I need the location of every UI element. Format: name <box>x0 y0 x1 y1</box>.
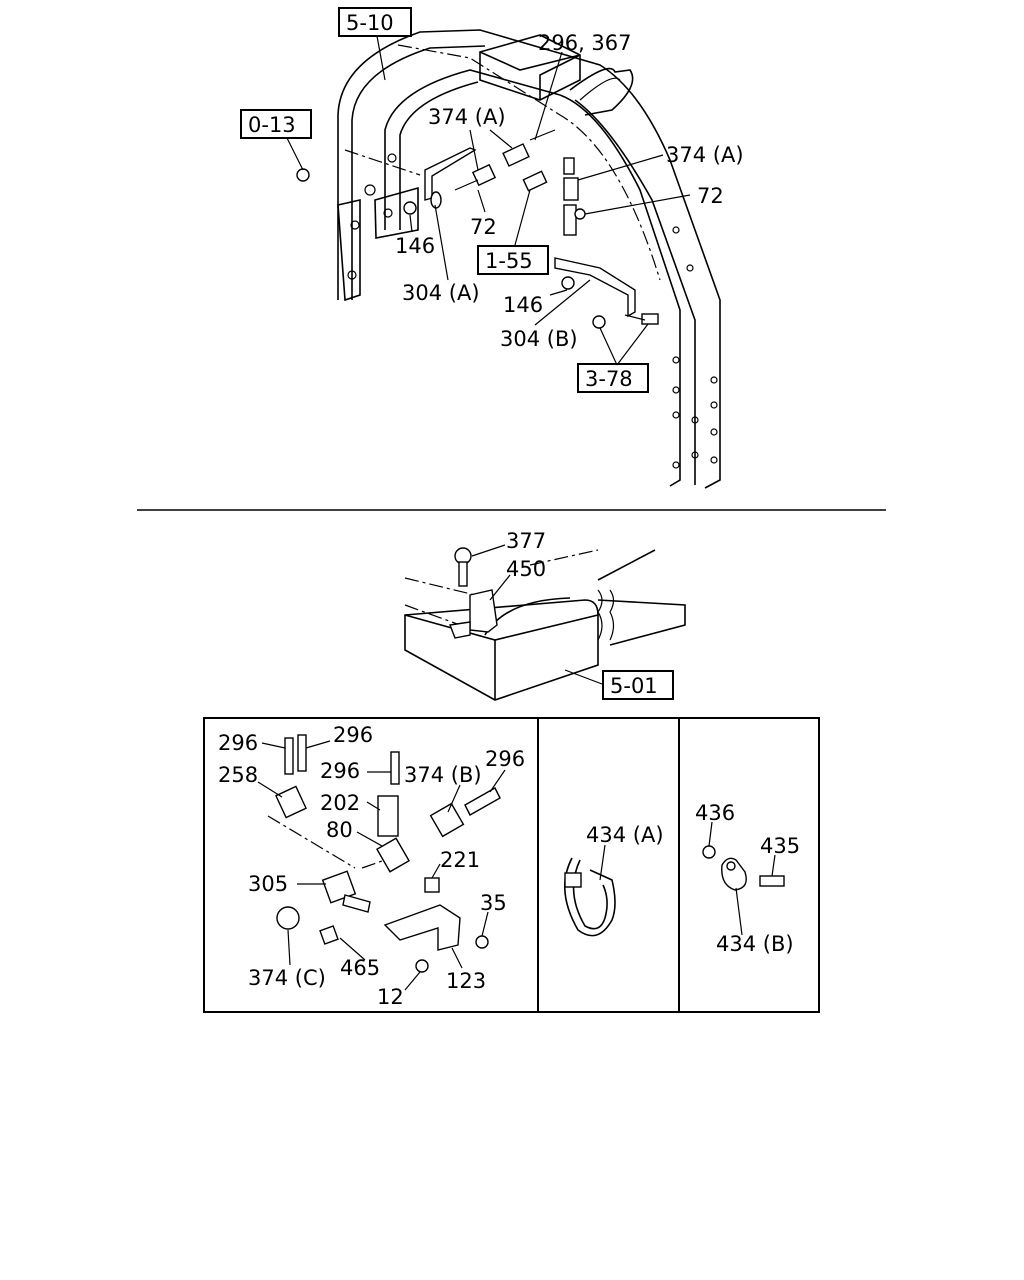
detail-left-drawing <box>267 734 501 973</box>
label-435: 435 <box>760 834 800 858</box>
label-72-right: 72 <box>697 184 724 208</box>
label-377: 377 <box>506 529 546 553</box>
label-304a: 304 (A) <box>402 281 480 305</box>
label-296-c: 296 <box>320 759 360 783</box>
label-12: 12 <box>377 985 404 1009</box>
label-35: 35 <box>480 891 507 915</box>
label-374b: 374 (B) <box>404 763 482 787</box>
ref-box-5-10 <box>338 7 412 37</box>
label-258: 258 <box>218 763 258 787</box>
frame-rail-drawing <box>404 547 686 701</box>
ref-box-0-13 <box>240 109 312 139</box>
detail-left-leaders <box>257 740 506 991</box>
detail-frame <box>203 717 820 1013</box>
label-123: 123 <box>446 969 486 993</box>
label-296-b: 296 <box>333 723 373 747</box>
label-296-367: 296, 367 <box>538 31 632 55</box>
ref-5-01: 5-01 <box>610 674 658 698</box>
ref-box-5-01 <box>602 670 674 700</box>
label-296-d: 296 <box>485 747 525 771</box>
label-304b: 304 (B) <box>500 327 578 351</box>
label-305: 305 <box>248 872 288 896</box>
label-80: 80 <box>326 818 353 842</box>
label-374a-left: 374 (A) <box>428 105 506 129</box>
ref-5-10: 5-10 <box>346 11 394 35</box>
ref-0-13: 0-13 <box>248 113 296 137</box>
ref-3-78: 3-78 <box>585 367 633 391</box>
label-434a: 434 (A) <box>586 823 664 847</box>
detail-right-drawing <box>702 821 785 936</box>
upper-leader-lines <box>286 35 691 366</box>
label-434b: 434 (B) <box>716 932 794 956</box>
label-374c: 374 (C) <box>248 966 326 990</box>
label-202: 202 <box>320 791 360 815</box>
label-465: 465 <box>340 956 380 980</box>
label-72-left: 72 <box>470 215 497 239</box>
label-146-lower: 146 <box>503 293 543 317</box>
label-296-a: 296 <box>218 731 258 755</box>
label-450: 450 <box>506 557 546 581</box>
ref-box-1-55 <box>477 245 549 275</box>
hose-assembly-drawing <box>296 129 659 329</box>
detail-middle-drawing <box>563 844 616 937</box>
label-374a-right: 374 (A) <box>666 143 744 167</box>
label-221: 221 <box>440 848 480 872</box>
ref-1-55: 1-55 <box>485 249 533 273</box>
ref-box-3-78 <box>577 363 649 393</box>
cab-frame-drawing <box>337 29 721 489</box>
label-436: 436 <box>695 801 735 825</box>
label-146-left: 146 <box>395 234 435 258</box>
